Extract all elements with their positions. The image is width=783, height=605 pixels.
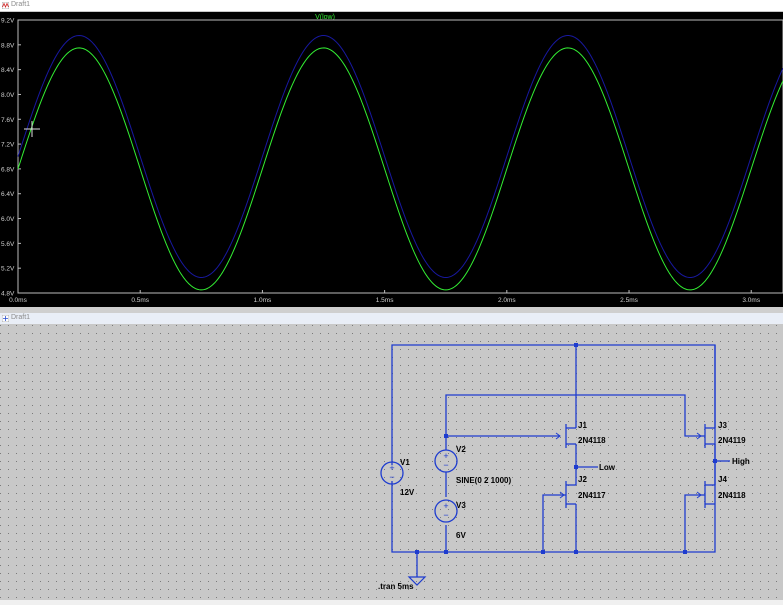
- v3-value[interactable]: 6V: [456, 531, 466, 540]
- schematic-editor[interactable]: + − + − + −: [0, 325, 783, 600]
- crosshair-cursor: [24, 121, 40, 137]
- y-tick-label: 5.2V: [1, 266, 15, 273]
- y-tick-label: 8.4V: [1, 67, 15, 74]
- ground-symbol[interactable]: [407, 576, 427, 586]
- svg-text:+: +: [389, 463, 394, 473]
- v3-name[interactable]: V3: [456, 501, 466, 510]
- voltage-source-v1[interactable]: + −: [380, 461, 404, 485]
- j1-name[interactable]: J1: [578, 421, 587, 430]
- x-tick-label: 0.5ms: [131, 297, 149, 304]
- y-tick-label: 7.2V: [1, 142, 15, 149]
- schematic-icon: [2, 315, 9, 322]
- spice-directive[interactable]: .tran 5ms: [378, 582, 414, 591]
- net-label-high[interactable]: High: [732, 457, 750, 466]
- schematic-window-title: Draft1: [11, 314, 31, 321]
- window-divider: [0, 307, 783, 313]
- svg-text:−: −: [443, 460, 448, 470]
- y-tick-label: 6.4V: [1, 191, 15, 198]
- schematic-canvas[interactable]: + − + − + −: [0, 325, 783, 600]
- voltage-source-v2[interactable]: + −: [434, 449, 458, 473]
- y-tick-label: 5.6V: [1, 241, 15, 248]
- waveform-viewer[interactable]: V(low) 4.8V 5.2V 5.6V 6.0V 6.4V 6.8V 7.2V 7.6V 8…: [0, 12, 783, 307]
- v2-name[interactable]: V2: [456, 445, 466, 454]
- v2-value[interactable]: SINE(0 2 1000): [456, 476, 511, 485]
- v1-name[interactable]: V1: [400, 458, 410, 467]
- x-tick-label: 3.0ms: [742, 297, 760, 304]
- trace-secondary: [17, 35, 783, 278]
- x-tick-label: 2.5ms: [620, 297, 638, 304]
- y-tick-label: 8.8V: [1, 42, 15, 49]
- svg-text:+: +: [443, 451, 448, 461]
- j4-name[interactable]: J4: [718, 475, 727, 484]
- jfet-j3[interactable]: [696, 345, 716, 485]
- j2-name[interactable]: J2: [578, 475, 587, 484]
- x-tick-label: 2.0ms: [498, 297, 516, 304]
- traces: [17, 35, 783, 291]
- plot-window-title: Draft1: [11, 1, 31, 8]
- y-axis: 4.8V 5.2V 5.6V 6.0V 6.4V 6.8V 7.2V 7.6V 8.0V 8.4V…: [1, 18, 21, 298]
- x-tick-label: 1.0ms: [254, 297, 272, 304]
- svg-text:+: +: [443, 501, 448, 511]
- trace-label[interactable]: V(low): [315, 14, 335, 21]
- y-tick-label: 7.6V: [1, 117, 15, 124]
- trace-v-low: [17, 47, 783, 291]
- x-tick-label: 1.5ms: [376, 297, 394, 304]
- v1-value[interactable]: 12V: [400, 488, 415, 497]
- schematic-window-titlebar: Draft1: [0, 313, 783, 325]
- net-label-low[interactable]: Low: [599, 463, 616, 472]
- y-tick-label: 8.0V: [1, 92, 15, 99]
- voltage-source-v3[interactable]: + −: [434, 499, 458, 523]
- j4-model[interactable]: 2N4118: [718, 491, 746, 500]
- j3-name[interactable]: J3: [718, 421, 727, 430]
- y-tick-label: 6.0V: [1, 216, 15, 223]
- jfet-j2[interactable]: [559, 481, 576, 508]
- x-tick-label: 0.0ms: [9, 297, 27, 304]
- plot-window-titlebar: Draft1: [0, 0, 783, 12]
- j2-model[interactable]: 2N4117: [578, 491, 606, 500]
- svg-text:−: −: [389, 472, 394, 482]
- y-tick-label: 9.2V: [1, 18, 15, 25]
- j3-model[interactable]: 2N4119: [718, 436, 746, 445]
- y-tick-label: 6.8V: [1, 166, 15, 173]
- waveform-plot[interactable]: V(low) 4.8V 5.2V 5.6V 6.0V 6.4V 6.8V 7.2V 7.6V 8…: [0, 12, 783, 307]
- y-tick-label: 4.8V: [1, 291, 15, 298]
- svg-text:−: −: [443, 510, 448, 520]
- jfet-j1[interactable]: [555, 424, 576, 448]
- x-axis: 0.0ms 0.5ms 1.0ms 1.5ms 2.0ms 2.5ms 3.0ms: [9, 290, 761, 304]
- j1-model[interactable]: 2N4118: [578, 436, 606, 445]
- waveform-icon: [2, 2, 9, 9]
- jfet-j4[interactable]: [696, 481, 715, 508]
